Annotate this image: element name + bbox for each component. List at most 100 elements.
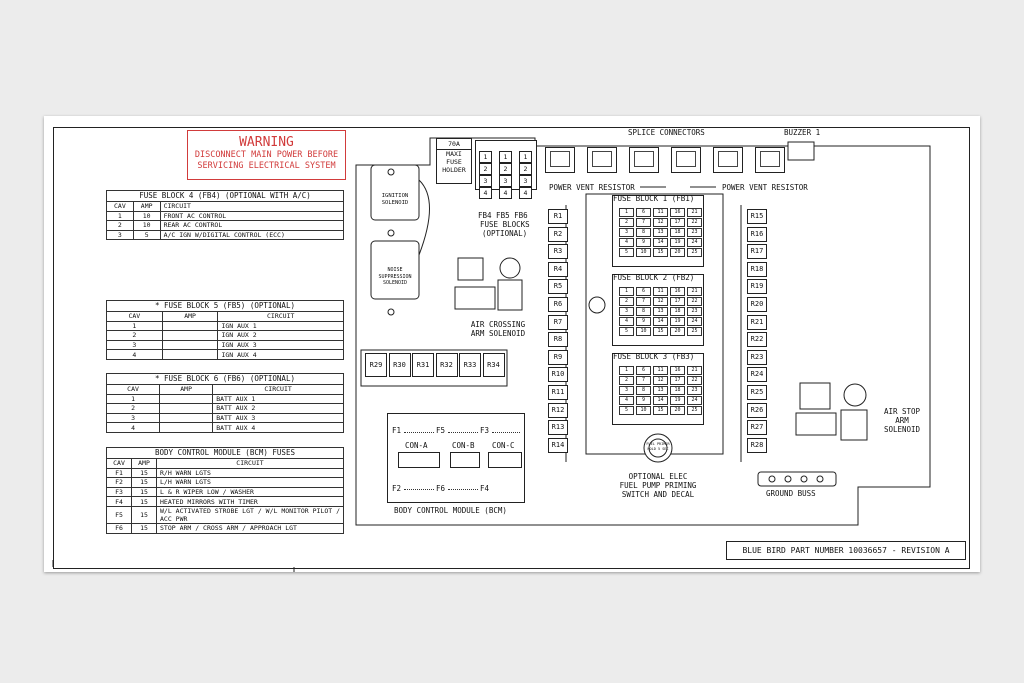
fuse-cavity: 24 [687,238,702,247]
cell [161,349,219,360]
fuse-cavity: 1 [499,151,512,163]
cell: F6 [106,522,132,534]
cell: A/C IGN W/DIGITAL CONTROL (ECC) [159,229,345,241]
cell [161,320,219,332]
fuse-cavity: 19 [670,238,685,247]
fuse-cavity: 24 [687,317,702,326]
fuse-cavity: 23 [687,307,702,316]
label-line: AIR STOP [883,407,921,416]
maxi-fuse-text: MAXI [446,150,462,158]
fuse-pins [448,432,478,436]
cell [161,330,219,341]
cell: F3 [106,486,132,498]
splice-connector [545,147,575,173]
maxi-fuse-text: HOLDER [442,166,466,174]
table-header: CAV [106,201,134,212]
drawing-frame [53,127,970,569]
fuse-cavity: 19 [670,317,685,326]
relay: R28 [747,437,767,453]
fb4-table: FUSE BLOCK 4 (FB4) (OPTIONAL WITH A/C) C… [106,190,345,241]
cell: 2 [106,220,134,231]
air-stop-valve [799,382,831,410]
fuse-cavity: 9 [636,238,651,247]
label-line: SOLENOID [382,280,408,286]
relay: R4 [548,261,568,277]
air-stop-label: AIR STOP ARM SOLENOID [876,407,928,434]
relay: R15 [747,209,767,224]
label-line: OPTIONAL ELEC [628,472,688,481]
relay: R25 [747,385,767,400]
cell: 5 [132,229,161,241]
fuse-cavity: 1 [619,366,634,375]
table-header: CIRCUIT [159,201,345,212]
fuse-cavity: 11 [653,287,668,296]
connector-a [398,452,440,468]
fuse-cavity: 1 [519,151,532,163]
relay: R27 [747,420,767,436]
connector-b [450,452,480,468]
cell: 4 [105,422,161,433]
relay: R19 [747,279,767,295]
cell: BATT AUX 2 [212,403,344,414]
cell: F2 [106,477,132,488]
fuse-cavity: 21 [687,287,702,296]
splice-connector [671,147,701,173]
fuse-cavity: 20 [670,406,685,415]
table-header: CIRCUIT [217,311,344,322]
table-header: AMP [161,311,219,322]
label-line: NOISE [387,267,403,273]
fuse-cavity: 6 [636,208,651,217]
fuse-cavity: 2 [619,376,634,385]
relay: R8 [548,332,568,348]
ignition-solenoid-label: IGNITION SOLENOID [372,193,418,207]
con-a-label: CON-A [405,441,428,450]
relay: R32 [435,353,458,377]
fuse-cavity: 10 [636,406,651,415]
cell: 15 [131,505,157,524]
con-c-label: CON-C [492,441,515,450]
fuse-cavity: 20 [670,327,685,336]
cell: BATT AUX 3 [212,412,344,424]
fuse-cavity: 15 [653,248,668,257]
cell: F4 [106,496,132,507]
bcm-table-title: BODY CONTROL MODULE (BCM) FUSES [106,447,344,459]
cell: 4 [106,349,163,360]
fuse-cavity: 1 [619,287,634,296]
label-line: FUEL PUMP PRIMING [619,481,697,490]
relay: R14 [548,437,568,453]
air-crossing-label: AIR CROSSING ARM SOLENOID [458,320,538,338]
maxi-fuse-holder: 70A MAXI FUSE HOLDER [436,138,472,184]
fuel-pump-switch[interactable] [643,433,673,463]
fuse-cavity: 13 [653,307,668,316]
table-header: CAV [105,384,161,395]
ground-buss-label: GROUND BUSS [766,489,816,498]
bcm-fuse-f4: F4 [480,484,490,493]
body-control-module: F1 F5 F3 CON-A CON-B CON-C F2 F6 F4 [387,413,525,503]
fuse-pins [404,489,434,493]
table-header: AMP [132,201,161,212]
fuse-pins [404,432,434,436]
fuse-cavity: 3 [499,175,512,187]
fuse-cavity: 3 [619,228,634,237]
cell: L & R WIPER LOW / WASHER [156,486,344,498]
label-line: ARM [895,416,909,425]
fuse-cavity: 4 [619,238,634,247]
fb5-table: * FUSE BLOCK 5 (FB5) (OPTIONAL) CAV AMP … [106,300,344,360]
relay: R33 [459,353,481,377]
relay-box-bottom [360,349,508,387]
fuse-cavity: 2 [519,163,532,175]
connector-c [488,452,522,468]
cell: L/H WARN LGTS [156,477,344,488]
cell: 1 [105,393,161,405]
cell: IGN AUX 4 [217,349,344,360]
splice-connector [629,147,659,173]
